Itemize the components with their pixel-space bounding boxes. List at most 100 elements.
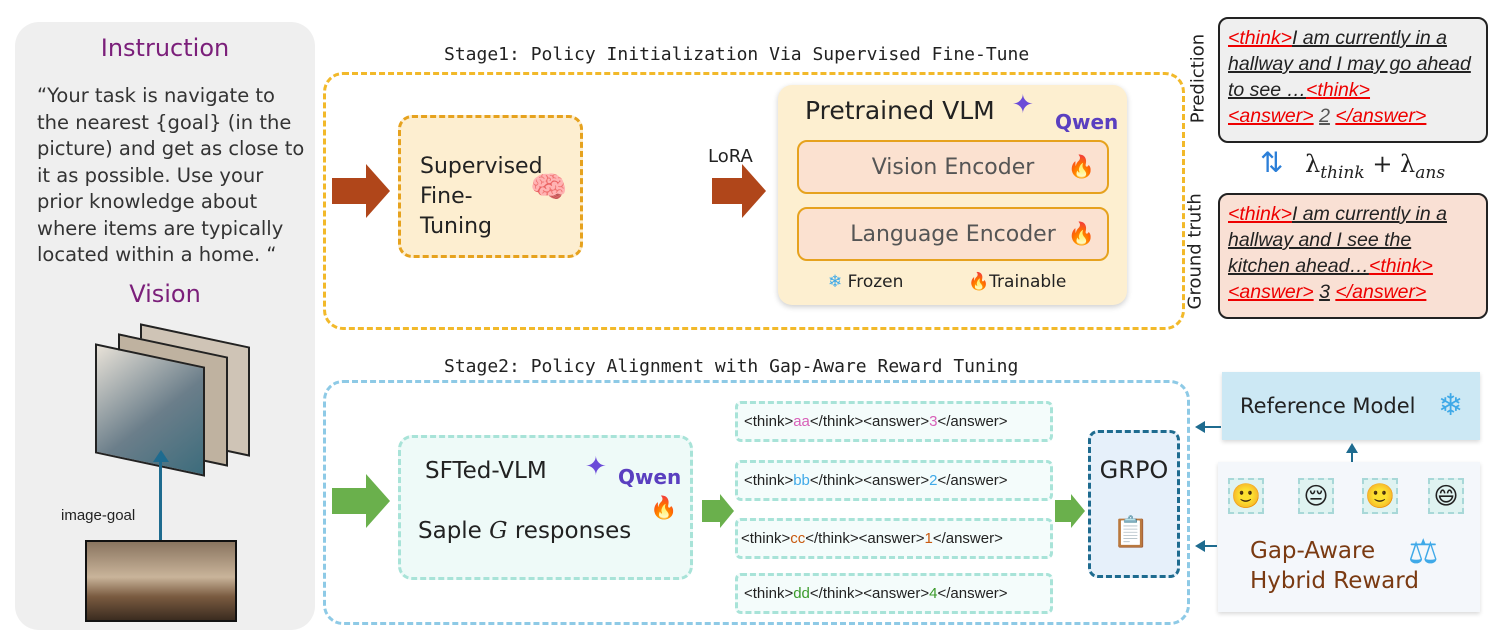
fire-icon: 🔥 bbox=[1067, 221, 1095, 247]
prediction-answer: 2 bbox=[1319, 105, 1330, 127]
reference-model-box bbox=[1222, 372, 1480, 440]
grpo-label: GRPO bbox=[1099, 456, 1169, 484]
responses-word: responses bbox=[514, 518, 632, 544]
snowflake-icon: ❄ bbox=[828, 272, 843, 292]
prediction-text: I am currently in a hallway and I may go… bbox=[1228, 27, 1471, 101]
stage1-title: Stage1: Policy Initialization Via Superv… bbox=[444, 44, 1030, 65]
smile-emoji-icon: 🙂 bbox=[1362, 478, 1398, 514]
lambda: λ bbox=[1305, 150, 1321, 178]
smile-emoji-icon: 🙂 bbox=[1228, 478, 1264, 514]
brain-book-icon: 🧠 bbox=[530, 170, 568, 205]
snowflake-icon: ❄ bbox=[1438, 388, 1464, 423]
ans-sub: ans bbox=[1415, 162, 1446, 183]
think-content: aa bbox=[793, 413, 810, 430]
sad-emoji-icon: 😔 bbox=[1298, 478, 1334, 514]
fire-icon: 🔥 bbox=[968, 272, 990, 292]
think-tag: <think> bbox=[1368, 255, 1433, 277]
ab-test-icon: 📋 bbox=[1112, 515, 1150, 550]
pretrained-vlm-box bbox=[778, 85, 1127, 305]
think-content: bb bbox=[793, 472, 810, 489]
fire-icon: 🔥 bbox=[1067, 154, 1095, 180]
language-encoder-label: Language Encoder bbox=[850, 221, 1056, 247]
stage1-box bbox=[323, 72, 1185, 330]
tag: </think><answer> bbox=[809, 413, 930, 430]
answer-tag: </answer> bbox=[1335, 281, 1427, 303]
instruction-title: Instruction bbox=[100, 34, 230, 62]
tag: <think> bbox=[744, 413, 794, 430]
sample-label: Saple G responses bbox=[418, 518, 631, 544]
grin-emoji-icon: 😄 bbox=[1428, 478, 1464, 514]
think-tag: <think> bbox=[1228, 27, 1292, 49]
sft-label: Supervised Fine-Tuning bbox=[420, 154, 543, 239]
tag: </answer> bbox=[937, 472, 1008, 489]
lora-arrow bbox=[712, 178, 742, 204]
tag: </answer> bbox=[937, 413, 1008, 430]
reward-line1: Gap-Aware bbox=[1250, 538, 1376, 564]
qwen-label: Qwen bbox=[1055, 110, 1119, 134]
fire-icon: 🔥 bbox=[650, 496, 678, 521]
reward-line2: Hybrid Reward bbox=[1250, 568, 1419, 594]
answer-tag: </answer> bbox=[1335, 105, 1427, 127]
tag: </answer> bbox=[937, 585, 1008, 602]
sfted-vlm-label: SFTed-VLM bbox=[425, 458, 547, 484]
answer-content: 2 bbox=[929, 472, 938, 489]
grpo-arrow bbox=[1055, 500, 1071, 522]
think-tag: <think> bbox=[1228, 203, 1292, 225]
swap-arrows-icon: ⇅ bbox=[1260, 146, 1284, 179]
legend-trainable: 🔥Trainable bbox=[968, 272, 1066, 292]
prediction-label: Prediction bbox=[1187, 33, 1209, 124]
reference-model-label: Reference Model bbox=[1240, 394, 1416, 418]
vision-encoder: Vision Encoder 🔥 bbox=[797, 140, 1109, 194]
ground-truth-text: I am currently in a hallway and I see th… bbox=[1228, 203, 1447, 277]
trainable-label: Trainable bbox=[989, 272, 1067, 292]
reward-to-reference-arrow bbox=[1351, 450, 1353, 464]
think-content: dd bbox=[793, 585, 810, 602]
answer-content: 4 bbox=[929, 585, 938, 602]
tag: <think> bbox=[741, 530, 791, 547]
response-item: <think>bb</think><answer>2</answer> bbox=[735, 460, 1053, 501]
ground-truth-answer: 3 bbox=[1319, 281, 1330, 303]
instruction-panel bbox=[15, 22, 315, 630]
sample-word: Saple bbox=[418, 518, 482, 544]
stage2-box bbox=[323, 380, 1190, 625]
reference-arrow bbox=[1203, 426, 1221, 428]
qwen-logo-icon: ✦ bbox=[1012, 90, 1034, 120]
response-item: <think>cc</think><answer>1</answer> bbox=[735, 518, 1053, 559]
frozen-label: Frozen bbox=[847, 272, 904, 292]
grpo-box bbox=[1088, 430, 1180, 578]
ground-truth-label: Ground truth bbox=[1184, 193, 1206, 310]
stage2-title: Stage2: Policy Alignment with Gap-Aware … bbox=[444, 356, 1019, 377]
think-sub: think bbox=[1320, 162, 1365, 183]
legend-frozen: ❄ Frozen bbox=[828, 272, 903, 292]
answer-tag: <answer> bbox=[1228, 281, 1314, 303]
image-goal-arrow bbox=[159, 460, 162, 540]
response-item: <think>aa</think><answer>3</answer> bbox=[735, 401, 1053, 442]
tag: <think> bbox=[744, 585, 794, 602]
plus-lambda: + λ bbox=[1364, 150, 1416, 178]
answer-tag: <answer> bbox=[1228, 105, 1314, 127]
answer-content: 3 bbox=[929, 413, 938, 430]
sfted-vlm-box bbox=[398, 435, 693, 580]
language-encoder: Language Encoder 🔥 bbox=[797, 207, 1109, 261]
tag: </think><answer> bbox=[809, 472, 930, 489]
tag: </think><answer> bbox=[805, 530, 925, 547]
balance-scale-icon: ⚖ bbox=[1408, 532, 1439, 572]
vision-encoder-label: Vision Encoder bbox=[871, 154, 1035, 180]
vision-title: Vision bbox=[129, 280, 201, 308]
think-tag: <think> bbox=[1306, 79, 1371, 101]
ground-truth-box: <think>I am currently in a hallway and I… bbox=[1218, 193, 1488, 319]
responses-arrow bbox=[702, 500, 720, 522]
stage1-arrow bbox=[332, 178, 366, 204]
lambda-formula: λthink + λans bbox=[1305, 150, 1445, 183]
g-symbol: G bbox=[489, 518, 508, 544]
prediction-box: <think>I am currently in a hallway and I… bbox=[1218, 17, 1488, 143]
answer-content: 1 bbox=[924, 530, 933, 547]
reward-arrow bbox=[1203, 545, 1217, 547]
image-goal-label: image-goal bbox=[61, 507, 136, 524]
response-item: <think>dd</think><answer>4</answer> bbox=[735, 573, 1053, 614]
qwen-logo-icon: ✦ bbox=[585, 452, 607, 482]
pretrained-vlm-title: Pretrained VLM bbox=[805, 96, 995, 125]
goal-image bbox=[85, 540, 237, 622]
instruction-text: “Your task is navigate to the nearest {g… bbox=[37, 84, 305, 266]
tag: </think><answer> bbox=[809, 585, 930, 602]
